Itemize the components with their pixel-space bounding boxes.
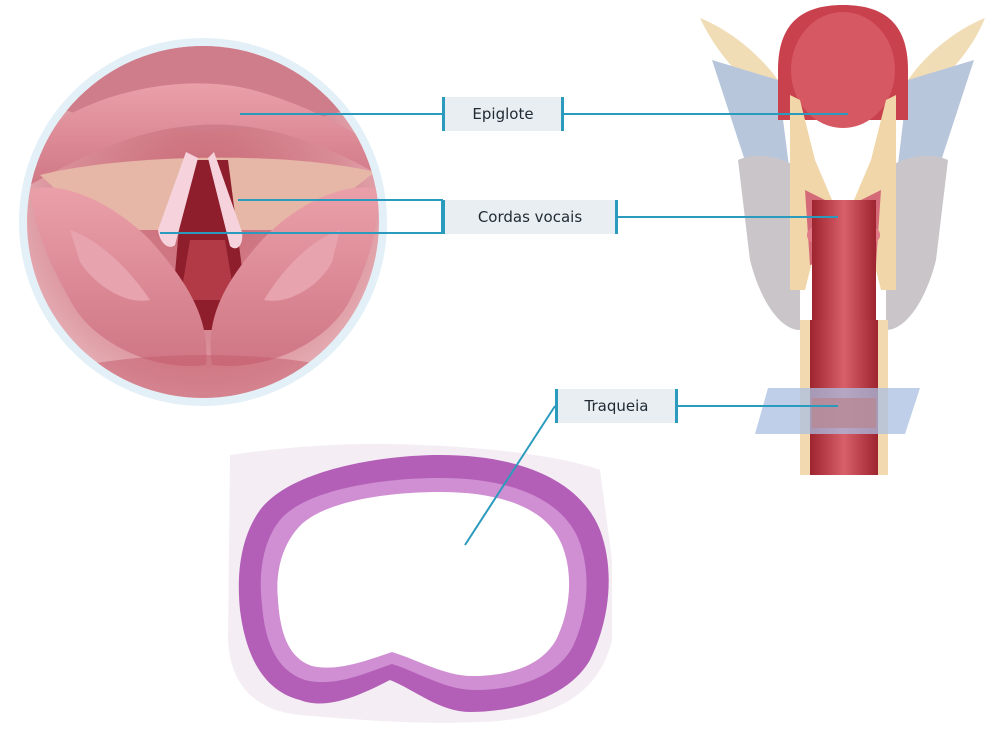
larynx-illustration <box>700 5 985 475</box>
vocal-cords-view <box>5 0 405 435</box>
label-epiglote-text: Epiglote <box>472 105 533 123</box>
label-cordas-vocais: Cordas vocais <box>442 200 618 234</box>
label-traqueia: Traqueia <box>555 389 678 423</box>
label-cordas-vocais-text: Cordas vocais <box>478 208 582 226</box>
label-traqueia-text: Traqueia <box>585 397 649 415</box>
trachea-histology-section <box>228 444 612 723</box>
label-epiglote: Epiglote <box>442 97 564 131</box>
